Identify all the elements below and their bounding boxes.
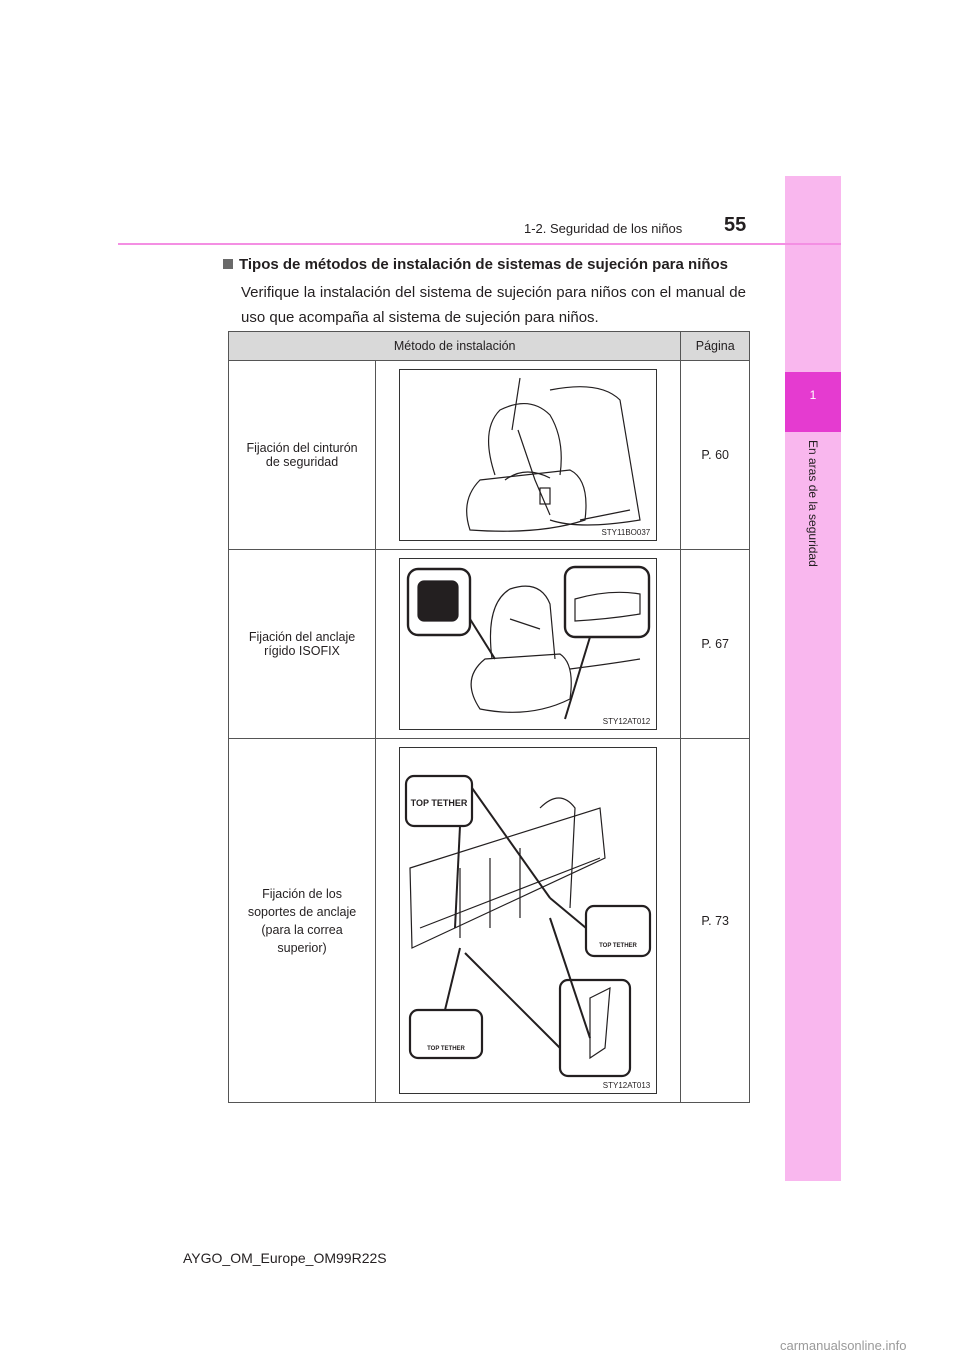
page-cell: P. 73	[680, 738, 750, 1103]
illustration-cell: STY12AT012	[375, 549, 682, 739]
image-code: STY12AT012	[602, 717, 651, 726]
square-bullet-icon	[223, 259, 233, 269]
illustration-cell: TOP TETHER TOP TETHER TOP TETHER STY12AT…	[375, 738, 682, 1103]
method-label: Fijación del anclaje rígido ISOFIX	[248, 630, 356, 658]
subsection-heading: Tipos de métodos de instalación de siste…	[223, 256, 728, 273]
image-code: STY11BO037	[601, 528, 651, 537]
top-tether-label: TOP TETHER	[599, 943, 637, 949]
isofix-illustration: STY12AT012	[399, 558, 658, 730]
chapter-side-tab	[785, 176, 841, 1181]
top-tether-label: TOP TETHER	[427, 1046, 465, 1052]
method-cell: Fijación del anclaje rígido ISOFIX	[227, 549, 377, 739]
document-footer: AYGO_OM_Europe_OM99R22S	[183, 1250, 387, 1266]
seatbelt-illustration: STY11BO037	[399, 369, 658, 541]
page-number: 55	[724, 214, 747, 236]
method-cell: Fijación de los soportes de anclaje (par…	[227, 738, 377, 1103]
method-label: Fijación de los soportes de anclaje (par…	[247, 886, 357, 955]
chapter-label: En aras de la seguridad	[806, 440, 820, 567]
method-label: Fijación del cinturón de seguridad	[246, 441, 358, 469]
top-tether-anchor-icon: TOP TETHER TOP TETHER TOP TETHER	[405, 774, 652, 1078]
header-rule	[118, 243, 841, 245]
top-tether-illustration: TOP TETHER TOP TETHER TOP TETHER STY12AT…	[399, 747, 658, 1094]
isofix-seat-icon	[407, 565, 651, 720]
chapter-number: 1	[785, 372, 841, 432]
watermark: carmanualsonline.info	[780, 1338, 907, 1353]
intro-paragraph: Verifique la instalación del sistema de …	[241, 284, 746, 326]
table-row: Fijación del cinturón de seguridad	[227, 360, 750, 550]
section-title: 1-2. Seguridad de los niños	[524, 221, 683, 236]
page-cell: P. 60	[680, 360, 750, 550]
method-cell: Fijación del cinturón de seguridad	[227, 360, 377, 550]
illustration-cell: STY11BO037	[375, 360, 682, 550]
page-cell: P. 67	[680, 549, 750, 739]
heading-text: Tipos de métodos de instalación de siste…	[239, 256, 729, 273]
table-header-row: Método de instalación Página	[227, 331, 750, 361]
installation-methods-table: Método de instalación Página Fijación de…	[227, 331, 750, 1103]
table-row: Fijación de los soportes de anclaje (par…	[227, 738, 750, 1103]
header-method: Método de instalación	[227, 331, 682, 361]
top-tether-label: TOP TETHER	[411, 798, 468, 808]
header-page: Página	[680, 331, 750, 361]
image-code: STY12AT013	[602, 1081, 651, 1090]
child-seat-belt-icon	[466, 377, 641, 532]
table-row: Fijación del anclaje rígido ISOFIX	[227, 549, 750, 739]
